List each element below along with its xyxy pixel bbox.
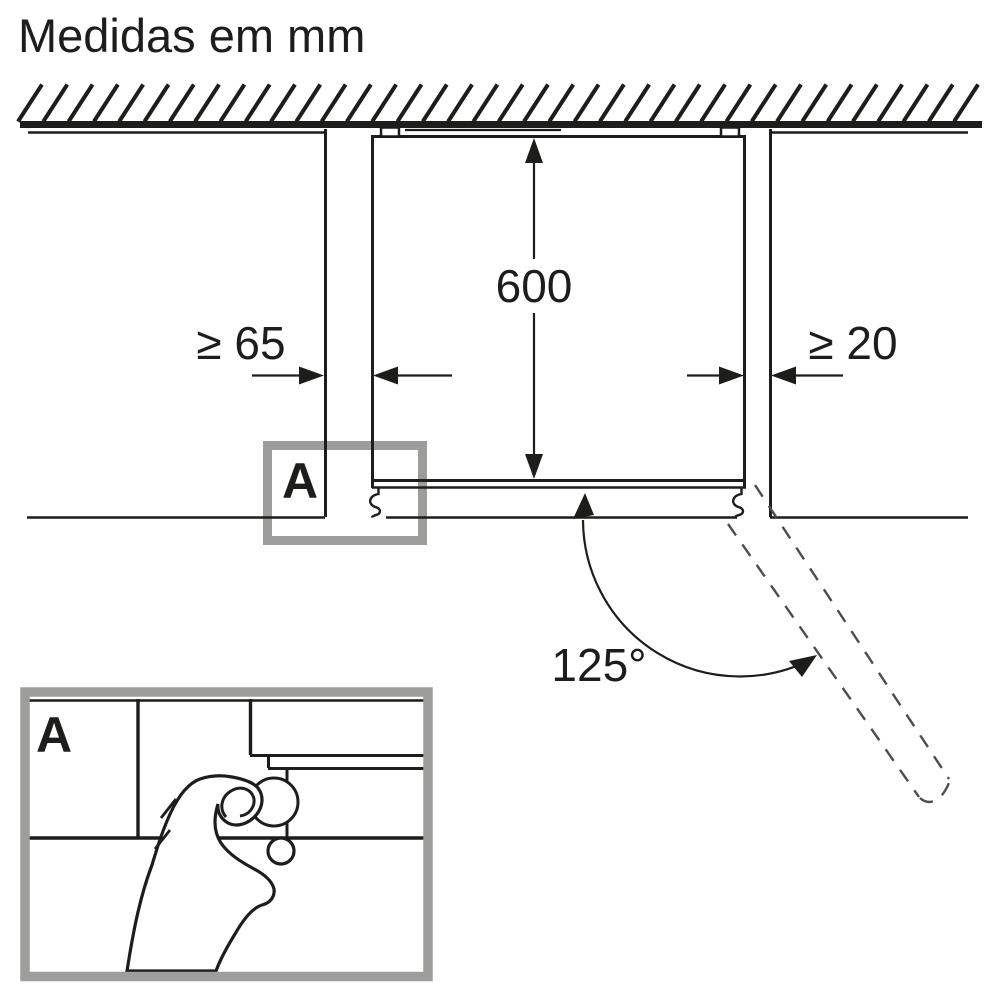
- door-angle-label: 125°: [551, 639, 646, 691]
- callout-a-marker: A: [282, 453, 318, 509]
- door-break-left-icon: [369, 488, 382, 518]
- door-angle: 125°: [551, 493, 817, 691]
- hand-icon: [125, 774, 296, 973]
- detail-view-a: A: [20, 687, 433, 982]
- appliance-body: [372, 136, 745, 481]
- open-door-dashed: [727, 484, 952, 804]
- title: Medidas em mm: [18, 9, 365, 62]
- left-wall-spacer-tab: [379, 126, 401, 138]
- arrowhead-arc-start-icon: [573, 493, 594, 519]
- dim-right-clearance: ≥ 20: [687, 317, 898, 385]
- dim-left-clearance: ≥ 65: [196, 317, 452, 385]
- arrowhead-arc-end-icon: [789, 655, 817, 677]
- callout-a-box: [263, 441, 427, 545]
- arrowhead-left-icon: [373, 366, 398, 385]
- arrowhead-right-icon: [719, 366, 744, 385]
- detail-view-border: [20, 687, 433, 982]
- detail-a-label: A: [36, 707, 72, 763]
- appliance-outline: [371, 135, 746, 482]
- dim-depth: 600: [496, 138, 573, 479]
- dim-right-clearance-label: ≥ 20: [808, 317, 897, 369]
- arrowhead-right-icon: [299, 366, 324, 385]
- arrowhead-left-icon: [771, 366, 796, 385]
- wall-hatching-icon: [16, 83, 980, 123]
- dim-depth-label: 600: [496, 260, 573, 312]
- right-wall-spacer-tab: [719, 126, 741, 138]
- arrowhead-up-icon: [525, 138, 543, 163]
- arrowhead-down-icon: [525, 454, 543, 479]
- door-break-right-icon: [732, 488, 745, 518]
- angle-arc: [581, 519, 811, 678]
- thumb-tip: [266, 836, 296, 866]
- dim-left-clearance-label: ≥ 65: [196, 317, 285, 369]
